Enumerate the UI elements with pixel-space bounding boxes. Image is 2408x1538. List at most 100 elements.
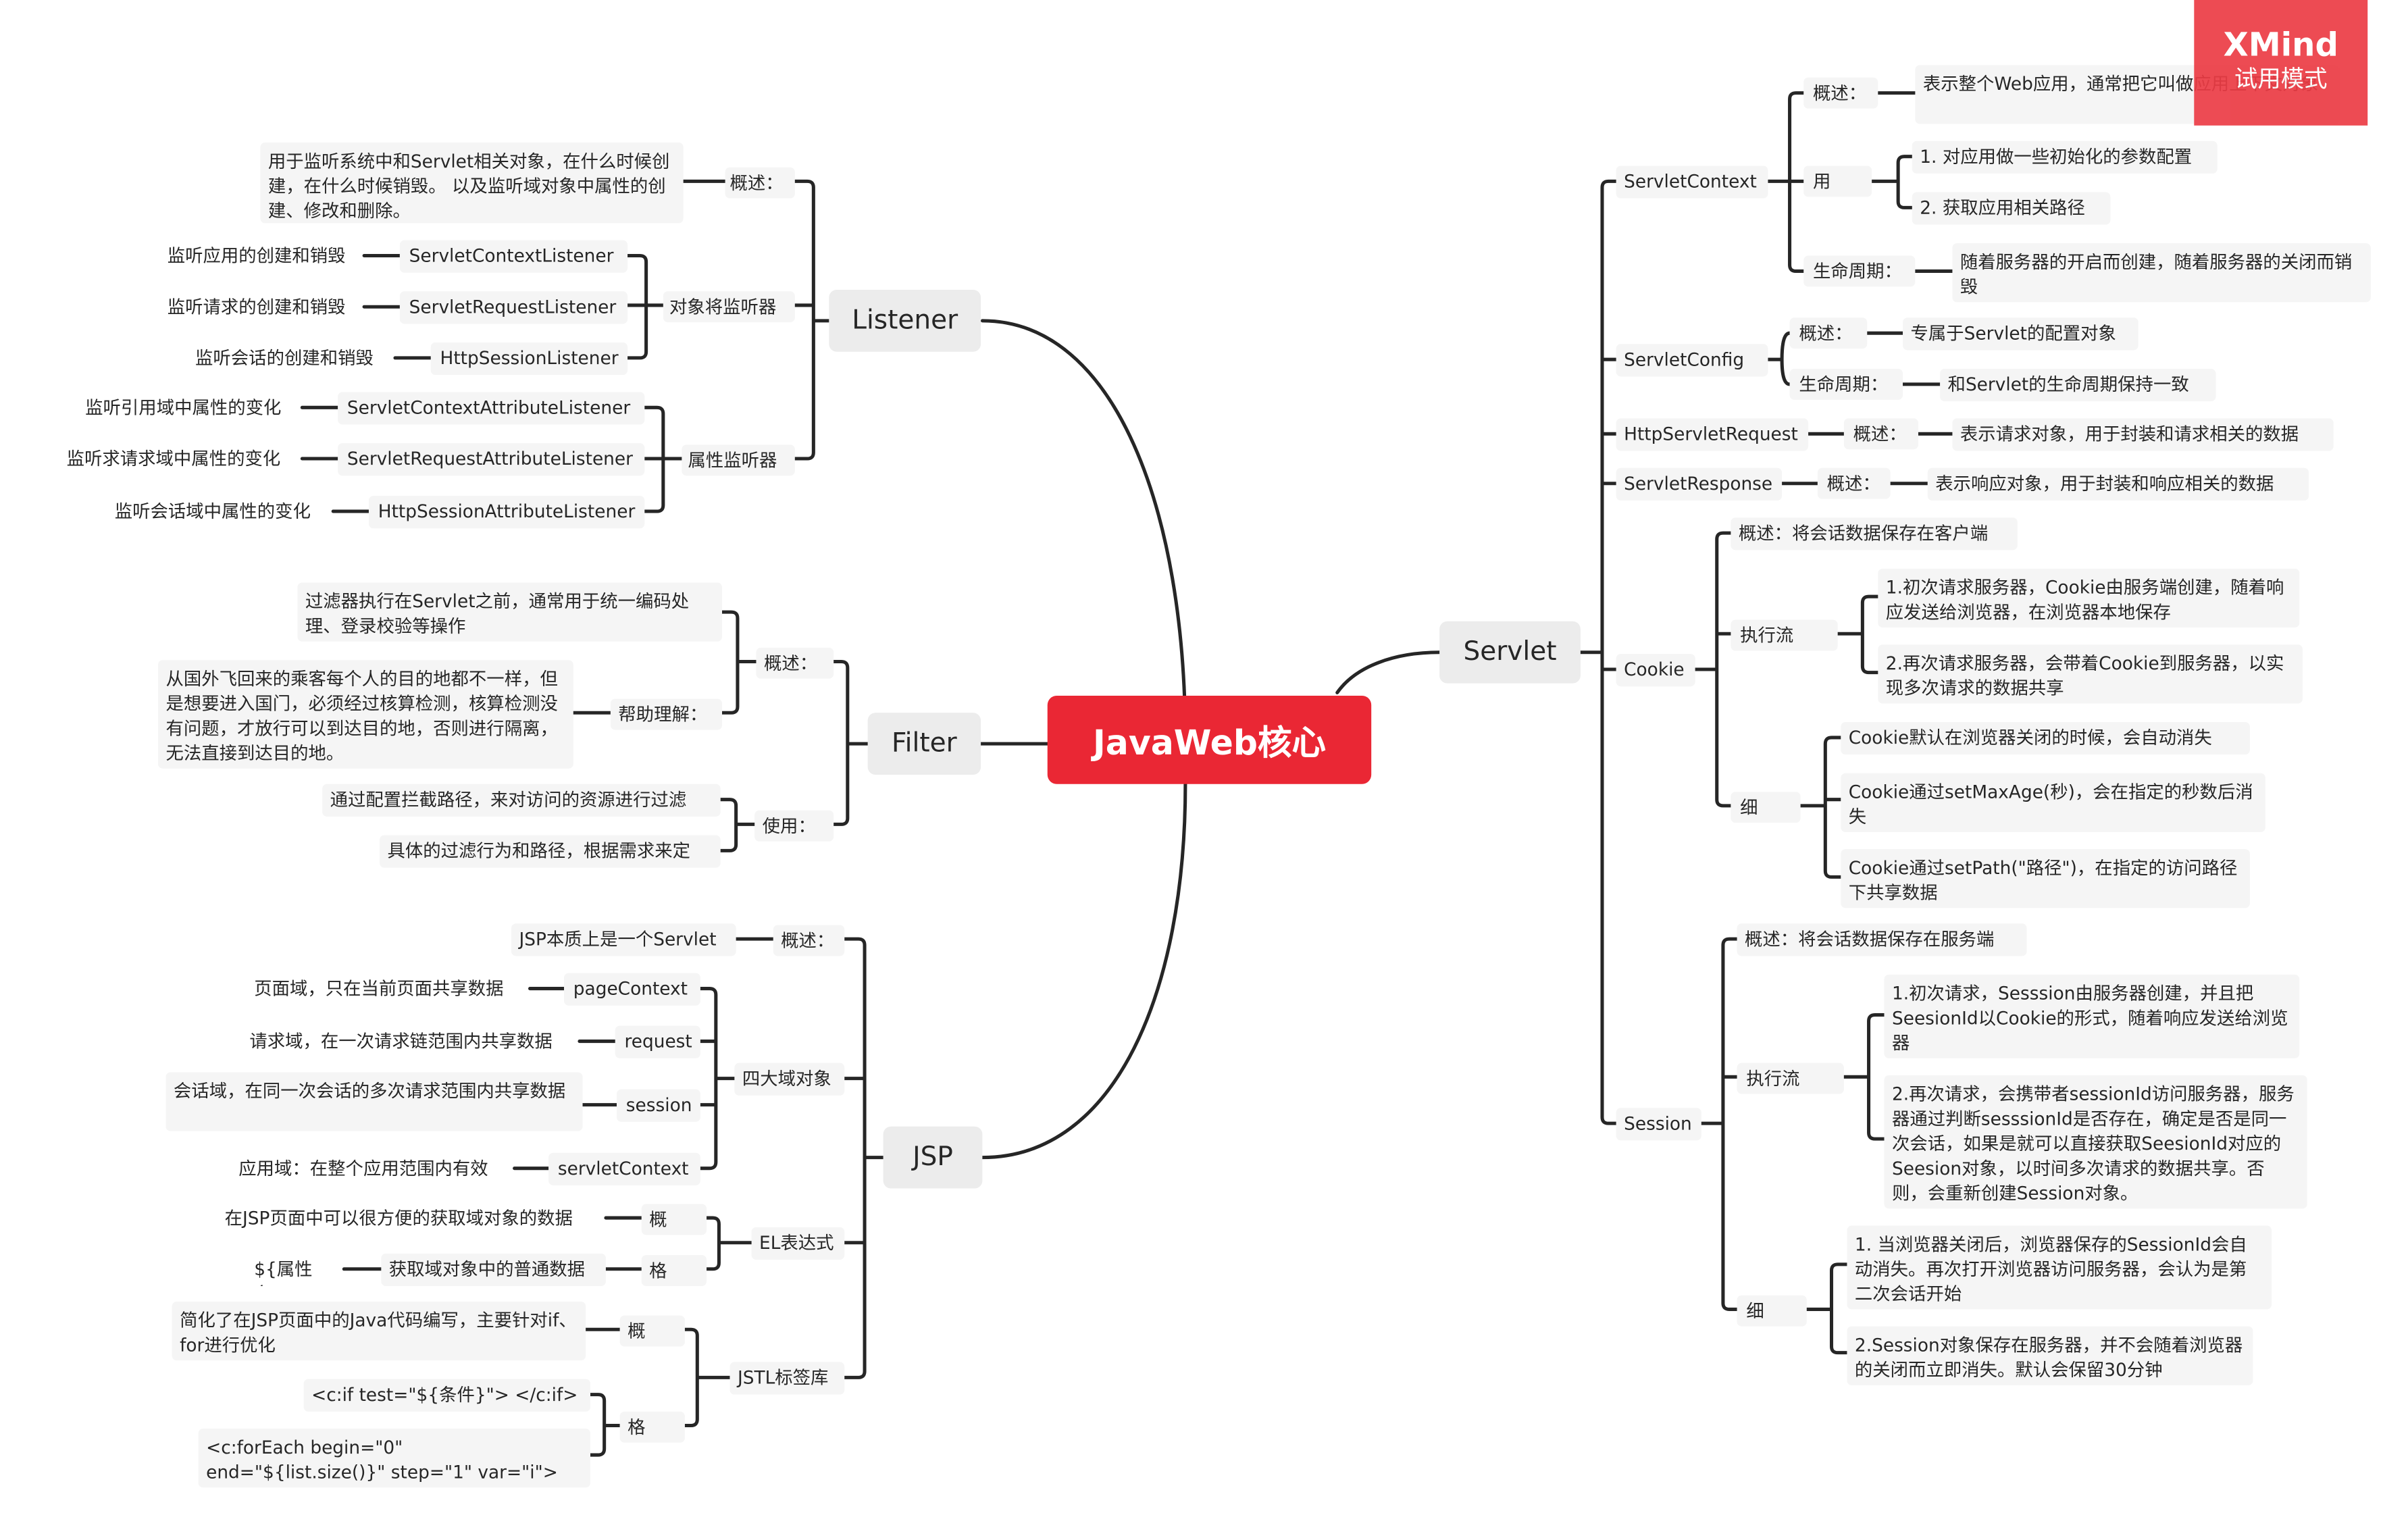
servlet-config[interactable]: ServletConfig <box>1616 344 1768 377</box>
servlet-config-overview-text[interactable]: 专属于Servlet的配置对象 <box>1903 317 2138 351</box>
link-center-servlet <box>1335 650 1441 694</box>
listener-object-desc-2[interactable]: 监听请求的创建和销毁 <box>167 296 346 318</box>
link-context-bracket <box>1766 91 1805 273</box>
jsp-el-overview-text[interactable]: 在JSP页面中可以很方便的获取域对象的数据 <box>224 1207 573 1229</box>
link-filter-use-bracket <box>719 798 757 852</box>
cookie-overview[interactable]: 概述：将会话数据保存在客户端 <box>1731 517 2018 550</box>
filter-usage-item-2[interactable]: 具体的过滤行为和路径，根据需求来定 <box>380 835 721 868</box>
filter-help-text[interactable]: 从国外飞回来的乘客每个人的目的地都不一样，但是想要进入国门，必须经过核算检测，核… <box>157 660 573 769</box>
session-flow-label[interactable]: 执行流程： <box>1737 1062 1844 1094</box>
jsp-jstl-label[interactable]: JSTL标签库 <box>729 1362 845 1395</box>
servlet-cookie[interactable]: Cookie <box>1616 654 1695 687</box>
listener-object-label[interactable]: 对象将监听器 <box>663 291 795 323</box>
central-topic[interactable]: JavaWeb核心 <box>1047 696 1372 784</box>
jsp-scope-desc-3[interactable]: 会话域，在同一次会话的多次请求范围内共享数据 <box>165 1072 583 1131</box>
watermark-brand: XMind <box>2223 26 2338 64</box>
branch-filter[interactable]: Filter <box>867 713 981 775</box>
servlet-context[interactable]: ServletContext <box>1616 165 1768 199</box>
jsp-el-overview-label[interactable]: 概述： <box>641 1204 707 1235</box>
jsp-scope-4[interactable]: servletContext <box>548 1152 700 1185</box>
session-detail-1[interactable]: 1. 当浏览器关闭后，浏览器保存的SessionId会自动消失。再次打开浏览器访… <box>1847 1225 2272 1310</box>
listener-attr-desc-2[interactable]: 监听求请求域中属性的变化 <box>66 447 281 470</box>
link-filter-ov-bracket <box>720 610 758 715</box>
filter-usage-item-1[interactable]: 通过配置拦截路径，来对访问的资源进行过滤 <box>322 784 721 817</box>
listener-object-desc-1[interactable]: 监听应用的创建和销毁 <box>167 245 346 267</box>
filter-help-label[interactable]: 帮助理解： <box>610 698 723 730</box>
jsp-scope-1[interactable]: pageContext <box>564 973 700 1006</box>
session-flow-2[interactable]: 2.再次请求，会携带者sessionId访问服务器，服务器通过判断sesssio… <box>1884 1075 2307 1209</box>
session-detail-label[interactable]: 细节： <box>1737 1295 1807 1327</box>
servlet-context-overview-label[interactable]: 概述： <box>1803 77 1878 109</box>
session-detail-2[interactable]: 2.Session对象保存在服务器，并不会随着浏览器的关闭而立即消失。默认会保留… <box>1847 1326 2253 1385</box>
servlet-request-overview-text[interactable]: 表示请求对象，用于封装和请求相关的数据 <box>1952 418 2334 451</box>
servlet-response-overview-text[interactable]: 表示响应对象，用于封装和响应相关的数据 <box>1927 467 2309 501</box>
listener-object-item-3[interactable]: HttpSessionListener <box>430 342 628 376</box>
jsp-scopes-label[interactable]: 四大域对象 <box>734 1062 845 1096</box>
jsp-scope-desc-2[interactable]: 请求域，在一次请求链范围内共享数据 <box>249 1030 553 1052</box>
listener-overview-label[interactable]: 概述： <box>725 167 795 199</box>
listener-attr-item-2[interactable]: ServletRequestAttributeListener <box>338 443 645 476</box>
jsp-overview-label[interactable]: 概述： <box>773 925 845 956</box>
link-context-use-bracket <box>1870 155 1914 209</box>
servlet-response-overview-label[interactable]: 概述： <box>1817 467 1891 499</box>
listener-attr-label[interactable]: 属性监听器 <box>682 444 795 476</box>
branch-servlet[interactable]: Servlet <box>1439 621 1581 684</box>
link-scopes-bracket <box>698 987 736 1171</box>
link-listener-attr-bracket <box>642 405 684 513</box>
filter-overview-label[interactable]: 概述： <box>756 647 834 679</box>
jsp-overview-text[interactable]: JSP本质上是一个Servlet <box>511 923 736 956</box>
servlet-context-usage-2[interactable]: 2. 获取应用相关路径 <box>1912 192 2111 225</box>
link-center-jsp <box>980 782 1187 1160</box>
listener-attr-desc-1[interactable]: 监听引用域中属性的变化 <box>85 396 282 419</box>
servlet-context-usage-label[interactable]: 用途： <box>1803 165 1872 197</box>
servlet-request-overview-label[interactable]: 概述： <box>1843 418 1918 450</box>
jsp-el-format-label[interactable]: 格式： <box>641 1255 707 1287</box>
cookie-flow-label[interactable]: 执行流程： <box>1731 619 1838 651</box>
session-overview[interactable]: 概述：将会话数据保存在服务端 <box>1737 923 2027 956</box>
servlet-session[interactable]: Session <box>1616 1108 1701 1141</box>
servlet-config-overview-label[interactable]: 概述： <box>1789 317 1868 349</box>
jsp-scope-desc-1[interactable]: 页面域，只在当前页面共享数据 <box>254 977 504 1000</box>
listener-attr-item-1[interactable]: ServletContextAttributeListener <box>338 392 645 425</box>
cookie-detail-1[interactable]: Cookie默认在浏览器关闭的时候，会自动消失 <box>1841 722 2250 755</box>
servlet-request[interactable]: HttpServletRequest <box>1616 418 1809 451</box>
link-session-flow-bracket <box>1842 1013 1887 1141</box>
jsp-el-format-example[interactable]: ${属性名} <box>254 1258 313 1286</box>
jsp-scope-desc-4[interactable]: 应用域：在整个应用范围内有效 <box>238 1157 488 1179</box>
jsp-jstl-format-1[interactable]: <c:if test="${条件}"> </c:if> <box>303 1379 591 1412</box>
listener-attr-item-3[interactable]: HttpSessionAttributeListener <box>368 496 645 529</box>
link-center-listener <box>980 319 1187 743</box>
listener-object-item-2[interactable]: ServletRequestListener <box>399 291 628 324</box>
cookie-flow-1[interactable]: 1.初次请求服务器，Cookie由服务端创建，随着响应发送给浏览器，在浏览器本地… <box>1878 568 2300 628</box>
xmind-trial-watermark: XMind 试用模式 <box>2194 0 2368 126</box>
jsp-scope-2[interactable]: request <box>615 1025 700 1058</box>
servlet-response[interactable]: ServletResponse <box>1616 467 1783 501</box>
jsp-el-format-text[interactable]: 获取域对象中的普通数据 <box>381 1253 606 1287</box>
link-filter-bracket <box>831 660 870 826</box>
branch-listener[interactable]: Listener <box>829 289 981 352</box>
listener-attr-desc-3[interactable]: 监听会话域中属性的变化 <box>114 500 311 523</box>
session-flow-1[interactable]: 1.初次请求，Sesssion由服务器创建，并且把SeesionId以Cooki… <box>1884 974 2300 1058</box>
listener-object-item-1[interactable]: ServletContextListener <box>399 240 628 273</box>
jsp-el-label[interactable]: EL表达式 <box>751 1227 845 1260</box>
filter-usage-label[interactable]: 使用： <box>754 810 834 842</box>
jsp-scope-3[interactable]: session <box>617 1089 700 1122</box>
cookie-detail-label[interactable]: 细节： <box>1731 792 1801 823</box>
listener-object-desc-3[interactable]: 监听会话的创建和销毁 <box>195 347 374 369</box>
jsp-jstl-overview-label[interactable]: 概述： <box>619 1315 685 1347</box>
jsp-jstl-format-label[interactable]: 格式： <box>619 1411 685 1443</box>
servlet-config-life-label[interactable]: 生命周期： <box>1789 368 1903 400</box>
cookie-detail-2[interactable]: Cookie通过setMaxAge(秒)，会在指定的秒数后消失 <box>1841 773 2265 832</box>
cookie-flow-2[interactable]: 2.再次请求服务器，会带着Cookie到服务器，以实现多次请求的数据共享 <box>1878 644 2303 704</box>
jsp-jstl-format-2[interactable]: <c:forEach begin="0" end="${list.size()}… <box>198 1429 591 1488</box>
listener-overview-text[interactable]: 用于监听系统中和Servlet相关对象，在什么时候创建，在什么时候销毁。 以及监… <box>260 143 684 224</box>
servlet-config-life-text[interactable]: 和Servlet的生命周期保持一致 <box>1940 368 2216 402</box>
jsp-jstl-overview-text[interactable]: 简化了在JSP页面中的Java代码编写，主要针对if、for进行优化 <box>172 1301 586 1361</box>
servlet-context-usage-1[interactable]: 1. 对应用做一些初始化的参数配置 <box>1912 140 2218 174</box>
servlet-context-life-text[interactable]: 随着服务器的开启而创建，随着服务器的关闭而销毁 <box>1952 243 2371 303</box>
filter-overview-text[interactable]: 过滤器执行在Servlet之前，通常用于统一编码处理、登录校验等操作 <box>297 582 723 642</box>
cookie-detail-3[interactable]: Cookie通过setPath("路径")，在指定的访问路径下共享数据 <box>1841 849 2250 908</box>
servlet-context-life-label[interactable]: 生命周期： <box>1803 255 1916 287</box>
branch-jsp[interactable]: JSP <box>883 1126 983 1189</box>
